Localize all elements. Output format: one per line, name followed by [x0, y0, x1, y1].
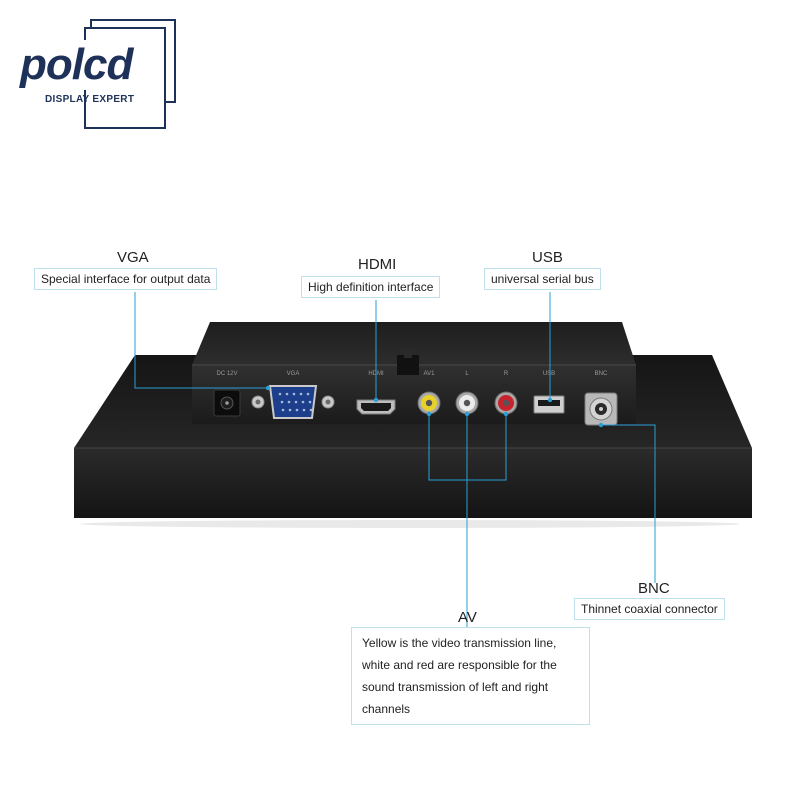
- callout-dots: [265, 385, 604, 428]
- av-left-audio-port: [455, 391, 479, 415]
- brand-tagline: DISPLAY EXPERT: [45, 94, 135, 105]
- bnc-callout-title: BNC: [638, 580, 670, 597]
- usb-callout-title: USB: [532, 249, 563, 266]
- brand-logo: polcd: [20, 40, 135, 90]
- av-callout-description: Yellow is the video transmission line, w…: [351, 627, 590, 725]
- vga-callout-title: VGA: [117, 249, 149, 266]
- av-video-port: [417, 391, 441, 415]
- dc-jack: [213, 389, 241, 417]
- av-right-audio-port: [494, 391, 518, 415]
- panel-label-vga: VGA: [287, 371, 300, 377]
- panel-label-usb: USB: [543, 371, 555, 377]
- hdmi-callout-title: HDMI: [358, 256, 397, 273]
- bnc-callout-description: Thinnet coaxial connector: [574, 598, 725, 620]
- panel-label-av1: AV1: [424, 371, 436, 377]
- callout-lines: [134, 292, 656, 628]
- panel-label-r: R: [504, 371, 509, 377]
- connector-panel: [192, 322, 636, 424]
- vga-callout-description: Special interface for output data: [34, 268, 218, 290]
- av-callout-title: AV: [458, 609, 477, 626]
- usb-port: [533, 395, 565, 414]
- panel-label-bnc: BNC: [595, 371, 608, 377]
- bnc-port: [584, 392, 618, 426]
- panel-label-l: L: [465, 371, 469, 377]
- hdmi-callout-description: High definition interface: [301, 276, 441, 298]
- hdmi-port: [356, 399, 396, 415]
- usb-callout-description: universal serial bus: [484, 268, 601, 290]
- bnc-leader-line: [601, 424, 656, 583]
- vga-port: [251, 385, 335, 419]
- panel-label-dc-12v: DC 12V: [216, 371, 237, 377]
- vga-leader-line: [134, 292, 268, 389]
